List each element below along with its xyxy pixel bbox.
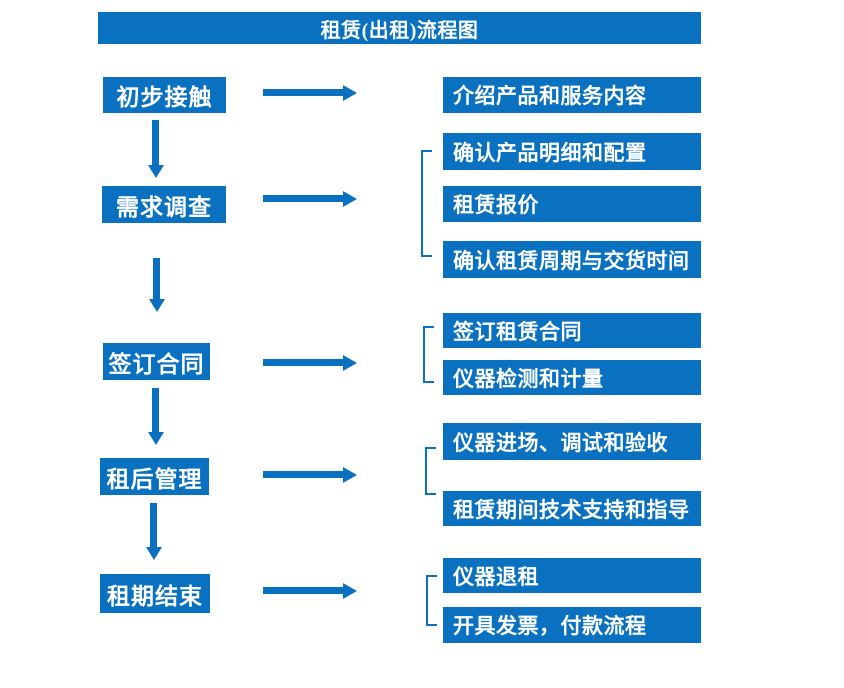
bracket-group-2-icon [421,150,432,257]
output-box-technical-support: 租赁期间技术支持和指导 [443,491,701,526]
down-arrow-3-icon [147,388,164,445]
down-arrow-2-icon [148,258,165,312]
step-box-rental-end: 租期结束 [100,574,210,613]
bracket-group-5-icon [426,575,437,626]
right-arrow-4-icon [263,466,357,483]
output-box-instrument-testing: 仪器检测和计量 [443,360,701,395]
step-box-sign-contract: 签订合同 [103,343,210,380]
output-box-confirm-rental-period: 确认租赁周期与交货时间 [443,241,701,278]
right-arrow-2-icon [263,190,357,207]
bracket-group-3-icon [423,326,434,383]
step-box-post-rental-management: 租后管理 [100,458,209,495]
bracket-group-4-icon [425,447,436,495]
down-arrow-1-icon [147,120,164,178]
flowchart-title: 租赁(出租)流程图 [98,12,701,44]
output-box-sign-rental-contract: 签订租赁合同 [443,313,701,348]
down-arrow-4-icon [145,503,162,560]
step-box-initial-contact: 初步接触 [103,77,226,113]
right-arrow-3-icon [263,354,357,371]
output-box-invoice-payment: 开具发票，付款流程 [443,607,701,643]
output-box-introduce-products: 介绍产品和服务内容 [443,77,701,113]
right-arrow-5-icon [263,582,357,599]
output-box-confirm-product-details: 确认产品明细和配置 [443,133,701,170]
right-arrow-1-icon [263,84,357,101]
step-box-demand-survey: 需求调查 [102,186,226,223]
output-box-instrument-return: 仪器退租 [443,558,701,593]
output-box-instrument-setup: 仪器进场、调试和验收 [443,423,701,460]
output-box-rental-quotation: 租赁报价 [443,186,701,222]
